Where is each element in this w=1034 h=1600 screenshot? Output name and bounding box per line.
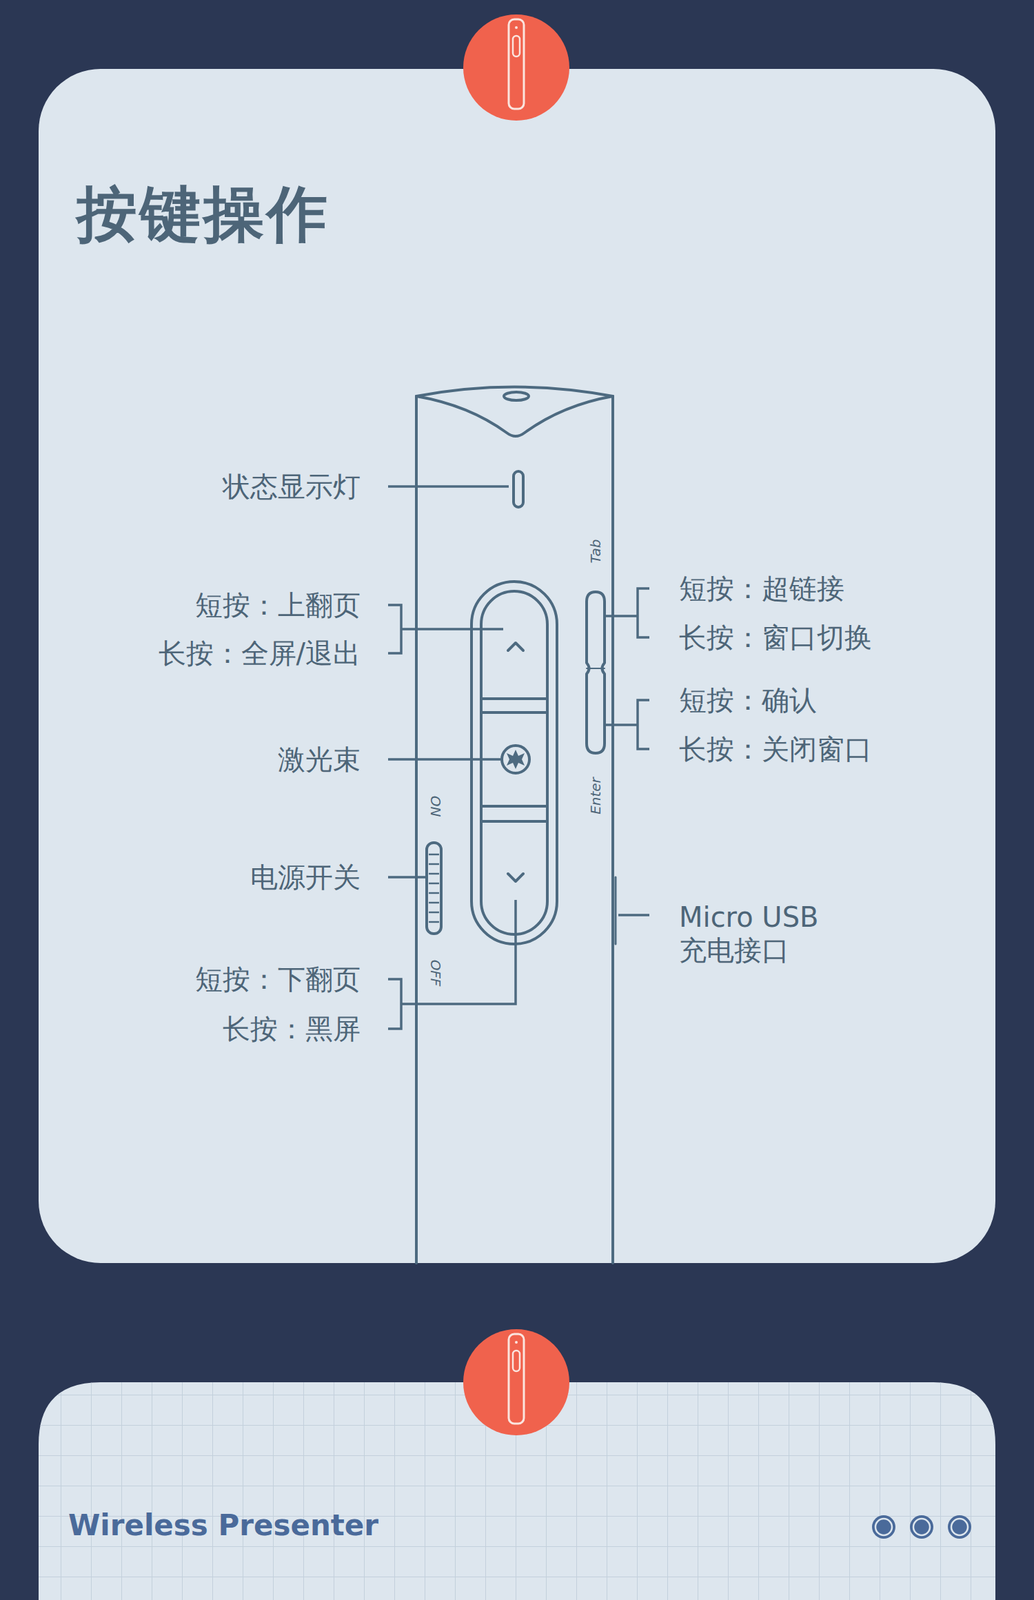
badge-icon [463, 1329, 570, 1436]
button-marking: Tab [587, 539, 604, 564]
switch-ridges [428, 854, 440, 923]
page-dots [872, 1515, 972, 1540]
callout-label: 短按：下翻页 [195, 962, 361, 997]
usb-port [614, 877, 617, 945]
callout-label: 长按：黑屏 [222, 1012, 361, 1046]
button-panel [471, 581, 557, 945]
laser-icon [501, 745, 530, 774]
side-rocker [586, 592, 605, 754]
badge-icon [463, 14, 570, 121]
switch-marking: ON [427, 796, 444, 818]
power-switch [426, 843, 442, 935]
page-title: 按键操作 [76, 177, 331, 251]
presenter-body [416, 387, 616, 1265]
laser-star [506, 749, 525, 770]
callout-label: 状态显示灯 [222, 470, 361, 504]
button-marking: Enter [587, 777, 604, 815]
callout-label: 长按：关闭窗口 [678, 732, 873, 766]
callout-label: 长按：全屏/退出 [158, 636, 361, 671]
callout-label: 激光束 [277, 743, 361, 777]
down-chevron [508, 874, 524, 882]
up-chevron [508, 643, 524, 651]
callout-label: 短按：超链接 [678, 572, 845, 606]
callout-label: 长按：窗口切换 [678, 621, 873, 655]
top-panel [38, 68, 996, 1264]
callout-label: 短按：上翻页 [195, 588, 361, 622]
leader-lines [388, 486, 650, 1030]
switch-marking: OFF [427, 960, 444, 988]
brand-text: Wireless Presenter [68, 1508, 379, 1544]
callout-label: Micro USB 充电接口 [678, 900, 845, 968]
callout-label: 短按：确认 [678, 683, 817, 717]
status-led [513, 471, 524, 508]
callout-label: 电源开关 [250, 860, 361, 895]
